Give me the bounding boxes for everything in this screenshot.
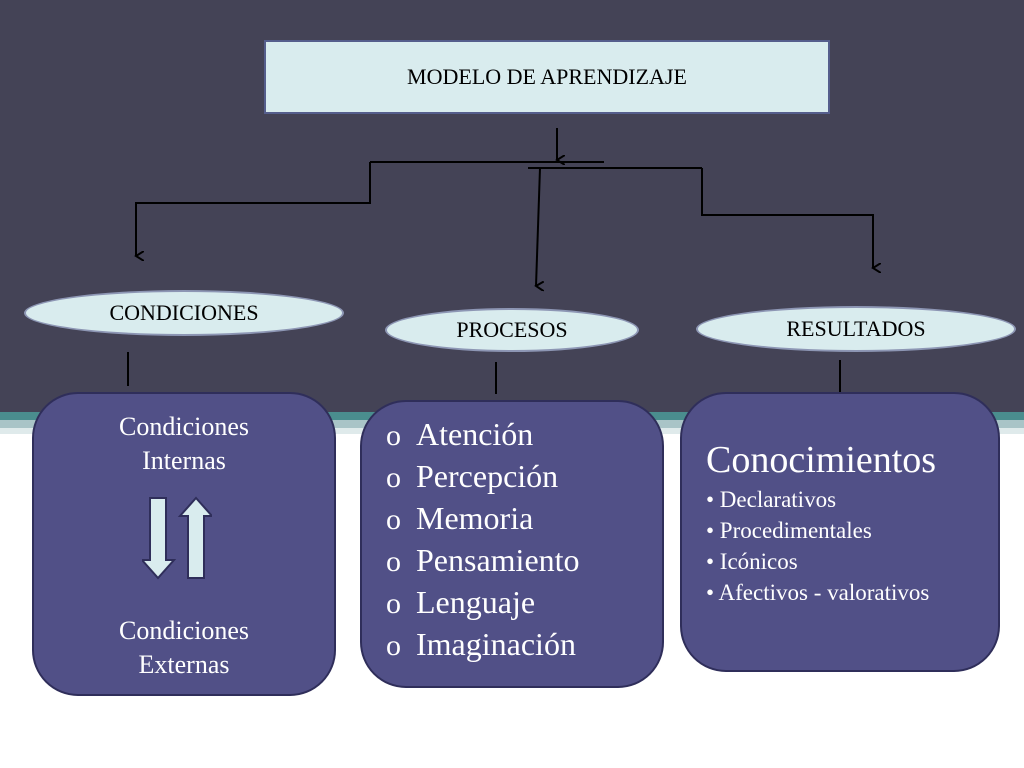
condiciones-ellipse: CONDICIONES bbox=[24, 290, 344, 336]
list-item: • Icónicos bbox=[706, 549, 798, 574]
circle-bullet-icon: o bbox=[386, 461, 401, 494]
circle-bullet-icon: o bbox=[386, 587, 401, 620]
circle-bullet-icon: o bbox=[386, 629, 401, 662]
circle-bullet-icon: o bbox=[386, 503, 401, 536]
circle-bullet-icon: o bbox=[386, 419, 401, 452]
circle-bullet-icon: o bbox=[386, 545, 401, 578]
resultados-label: RESULTADOS bbox=[786, 316, 926, 341]
internas-line1: Condiciones bbox=[119, 412, 249, 441]
internas-line2: Internas bbox=[142, 446, 226, 475]
externas-line1: Condiciones bbox=[119, 616, 249, 645]
arrow-to-resultados bbox=[701, 168, 873, 268]
procesos-label: PROCESOS bbox=[456, 317, 568, 342]
list-item: • Procedimentales bbox=[706, 518, 872, 543]
title-box: MODELO DE APRENDIZAJE bbox=[264, 40, 830, 114]
list-item: • Afectivos - valorativos bbox=[706, 580, 930, 605]
externas-line2: Externas bbox=[138, 650, 230, 679]
resultados-list: • Declarativos • Procedimentales • Icóni… bbox=[706, 484, 929, 608]
condiciones-internas: Condiciones Internas bbox=[34, 410, 334, 478]
procesos-ellipse: PROCESOS bbox=[385, 308, 639, 352]
condiciones-box: Condiciones Internas Condiciones Externa… bbox=[32, 392, 336, 696]
resultados-box: Conocimientos • Declarativos • Procedime… bbox=[680, 392, 1000, 672]
condiciones-externas: Condiciones Externas bbox=[34, 614, 334, 682]
arrow-to-condiciones bbox=[136, 162, 371, 256]
resultados-heading: Conocimientos bbox=[706, 439, 937, 481]
title-text: MODELO DE APRENDIZAJE bbox=[407, 64, 687, 89]
arrow-to-procesos bbox=[536, 167, 540, 286]
list-item: • Declarativos bbox=[706, 487, 837, 512]
bidirectional-arrows-icon bbox=[142, 496, 212, 580]
resultados-ellipse: RESULTADOS bbox=[696, 306, 1016, 352]
condiciones-label: CONDICIONES bbox=[109, 300, 259, 325]
